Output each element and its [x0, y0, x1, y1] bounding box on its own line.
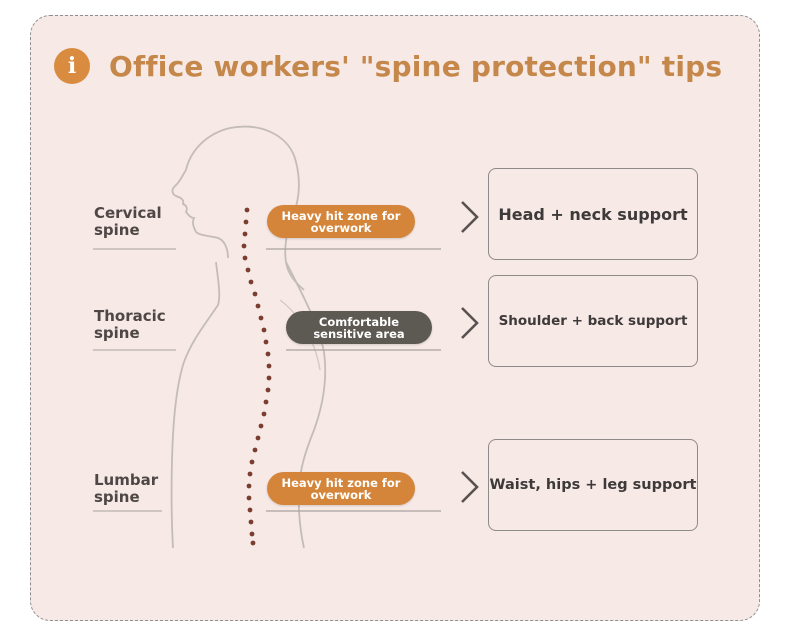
- label-cervical-spine: Cervical spine: [94, 204, 162, 239]
- front-body-outline: [170, 261, 221, 549]
- chevron-right-icon: [461, 307, 479, 339]
- chevron-right-icon: [461, 471, 479, 503]
- spine-dots: [241, 207, 272, 546]
- back-body-outline: [285, 261, 327, 549]
- support-box-head-neck: Head + neck support: [488, 168, 698, 260]
- label-lumbar-spine: Lumbar spine: [94, 471, 159, 506]
- support-box-shoulder-back: Shoulder + back support: [488, 275, 698, 367]
- label-thoracic-spine: Thoracic spine: [94, 307, 166, 342]
- pill-leader-lines: [266, 248, 441, 512]
- support-box-waist-hips-leg: Waist, hips + leg support: [488, 439, 698, 531]
- label-underlines: [93, 248, 176, 512]
- page-title: Office workers' "spine protection" tips: [109, 50, 723, 83]
- info-icon: i: [54, 48, 90, 84]
- chevron-right-icon: [461, 201, 479, 233]
